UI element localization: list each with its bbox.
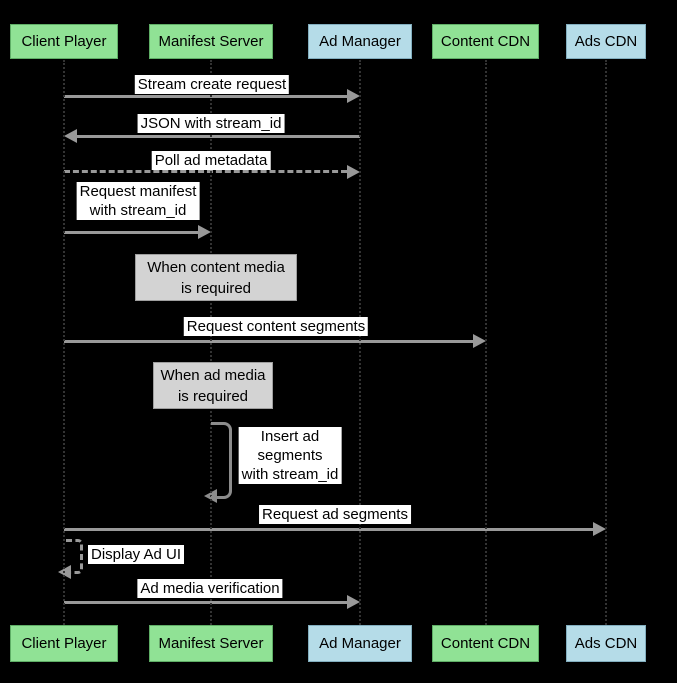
arrow-request-content-segments bbox=[64, 340, 473, 343]
message-label-line: segments bbox=[257, 447, 323, 464]
message-label-line: Request manifest bbox=[79, 183, 197, 200]
arrowhead-right-icon bbox=[347, 89, 360, 103]
arrow-poll-ad-metadata bbox=[64, 170, 347, 173]
arrow-json-with-stream-id bbox=[77, 135, 360, 138]
actor-top-ads-cdn: Ads CDN bbox=[566, 24, 646, 59]
lifeline-ads-cdn bbox=[605, 60, 607, 625]
message-label-ad-media-verification: Ad media verification bbox=[137, 579, 283, 598]
message-label-insert-ad-segments: Insert ad segments with stream_id bbox=[238, 427, 342, 484]
arrow-stream-create-request bbox=[64, 95, 347, 98]
message-label-display-ad-ui: Display Ad UI bbox=[88, 545, 185, 564]
message-label-line: Insert ad bbox=[260, 428, 320, 445]
actor-top-client-player: Client Player bbox=[10, 24, 118, 59]
arrow-ad-media-verification bbox=[64, 601, 347, 604]
arrow-request-ad-segments bbox=[64, 528, 593, 531]
arrow-request-manifest bbox=[64, 231, 198, 234]
message-label-request-content-segments: Request content segments bbox=[183, 317, 369, 336]
actor-top-manifest-server: Manifest Server bbox=[149, 24, 273, 59]
message-label-line: with stream_id bbox=[89, 202, 187, 219]
message-label-stream-create-request: Stream create request bbox=[134, 75, 290, 94]
arrowhead-left-icon bbox=[64, 129, 77, 143]
lifeline-client-player bbox=[63, 60, 65, 625]
note-line: is required bbox=[180, 279, 252, 297]
actor-bottom-content-cdn: Content CDN bbox=[432, 625, 539, 662]
arrowhead-right-icon bbox=[473, 334, 486, 348]
note-when-content-media: When content media is required bbox=[135, 254, 297, 301]
arrowhead-right-icon bbox=[198, 225, 211, 239]
actor-top-content-cdn: Content CDN bbox=[432, 24, 539, 59]
lifeline-ad-manager bbox=[359, 60, 361, 625]
lifeline-content-cdn bbox=[485, 60, 487, 625]
actor-bottom-ad-manager: Ad Manager bbox=[308, 625, 412, 662]
actor-bottom-manifest-server: Manifest Server bbox=[149, 625, 273, 662]
message-label-line: with stream_id bbox=[241, 466, 339, 483]
self-loop-display-ad-ui bbox=[66, 539, 83, 574]
note-when-ad-media: When ad media is required bbox=[153, 362, 273, 409]
message-label-request-ad-segments: Request ad segments bbox=[259, 505, 411, 524]
note-line: When content media bbox=[147, 258, 285, 276]
message-label-poll-ad-metadata: Poll ad metadata bbox=[151, 151, 271, 170]
lifeline-manifest-server bbox=[210, 60, 212, 625]
actor-top-ad-manager: Ad Manager bbox=[308, 24, 412, 59]
note-line: When ad media bbox=[160, 366, 266, 384]
message-label-json-with-stream-id: JSON with stream_id bbox=[137, 114, 285, 133]
self-loop-insert-ad-segments bbox=[211, 422, 232, 499]
arrowhead-right-icon bbox=[347, 165, 360, 179]
note-line: is required bbox=[177, 387, 249, 405]
actor-bottom-ads-cdn: Ads CDN bbox=[566, 625, 646, 662]
message-label-request-manifest: Request manifest with stream_id bbox=[76, 182, 200, 220]
actor-bottom-client-player: Client Player bbox=[10, 625, 118, 662]
arrowhead-right-icon bbox=[593, 522, 606, 536]
arrowhead-right-icon bbox=[347, 595, 360, 609]
